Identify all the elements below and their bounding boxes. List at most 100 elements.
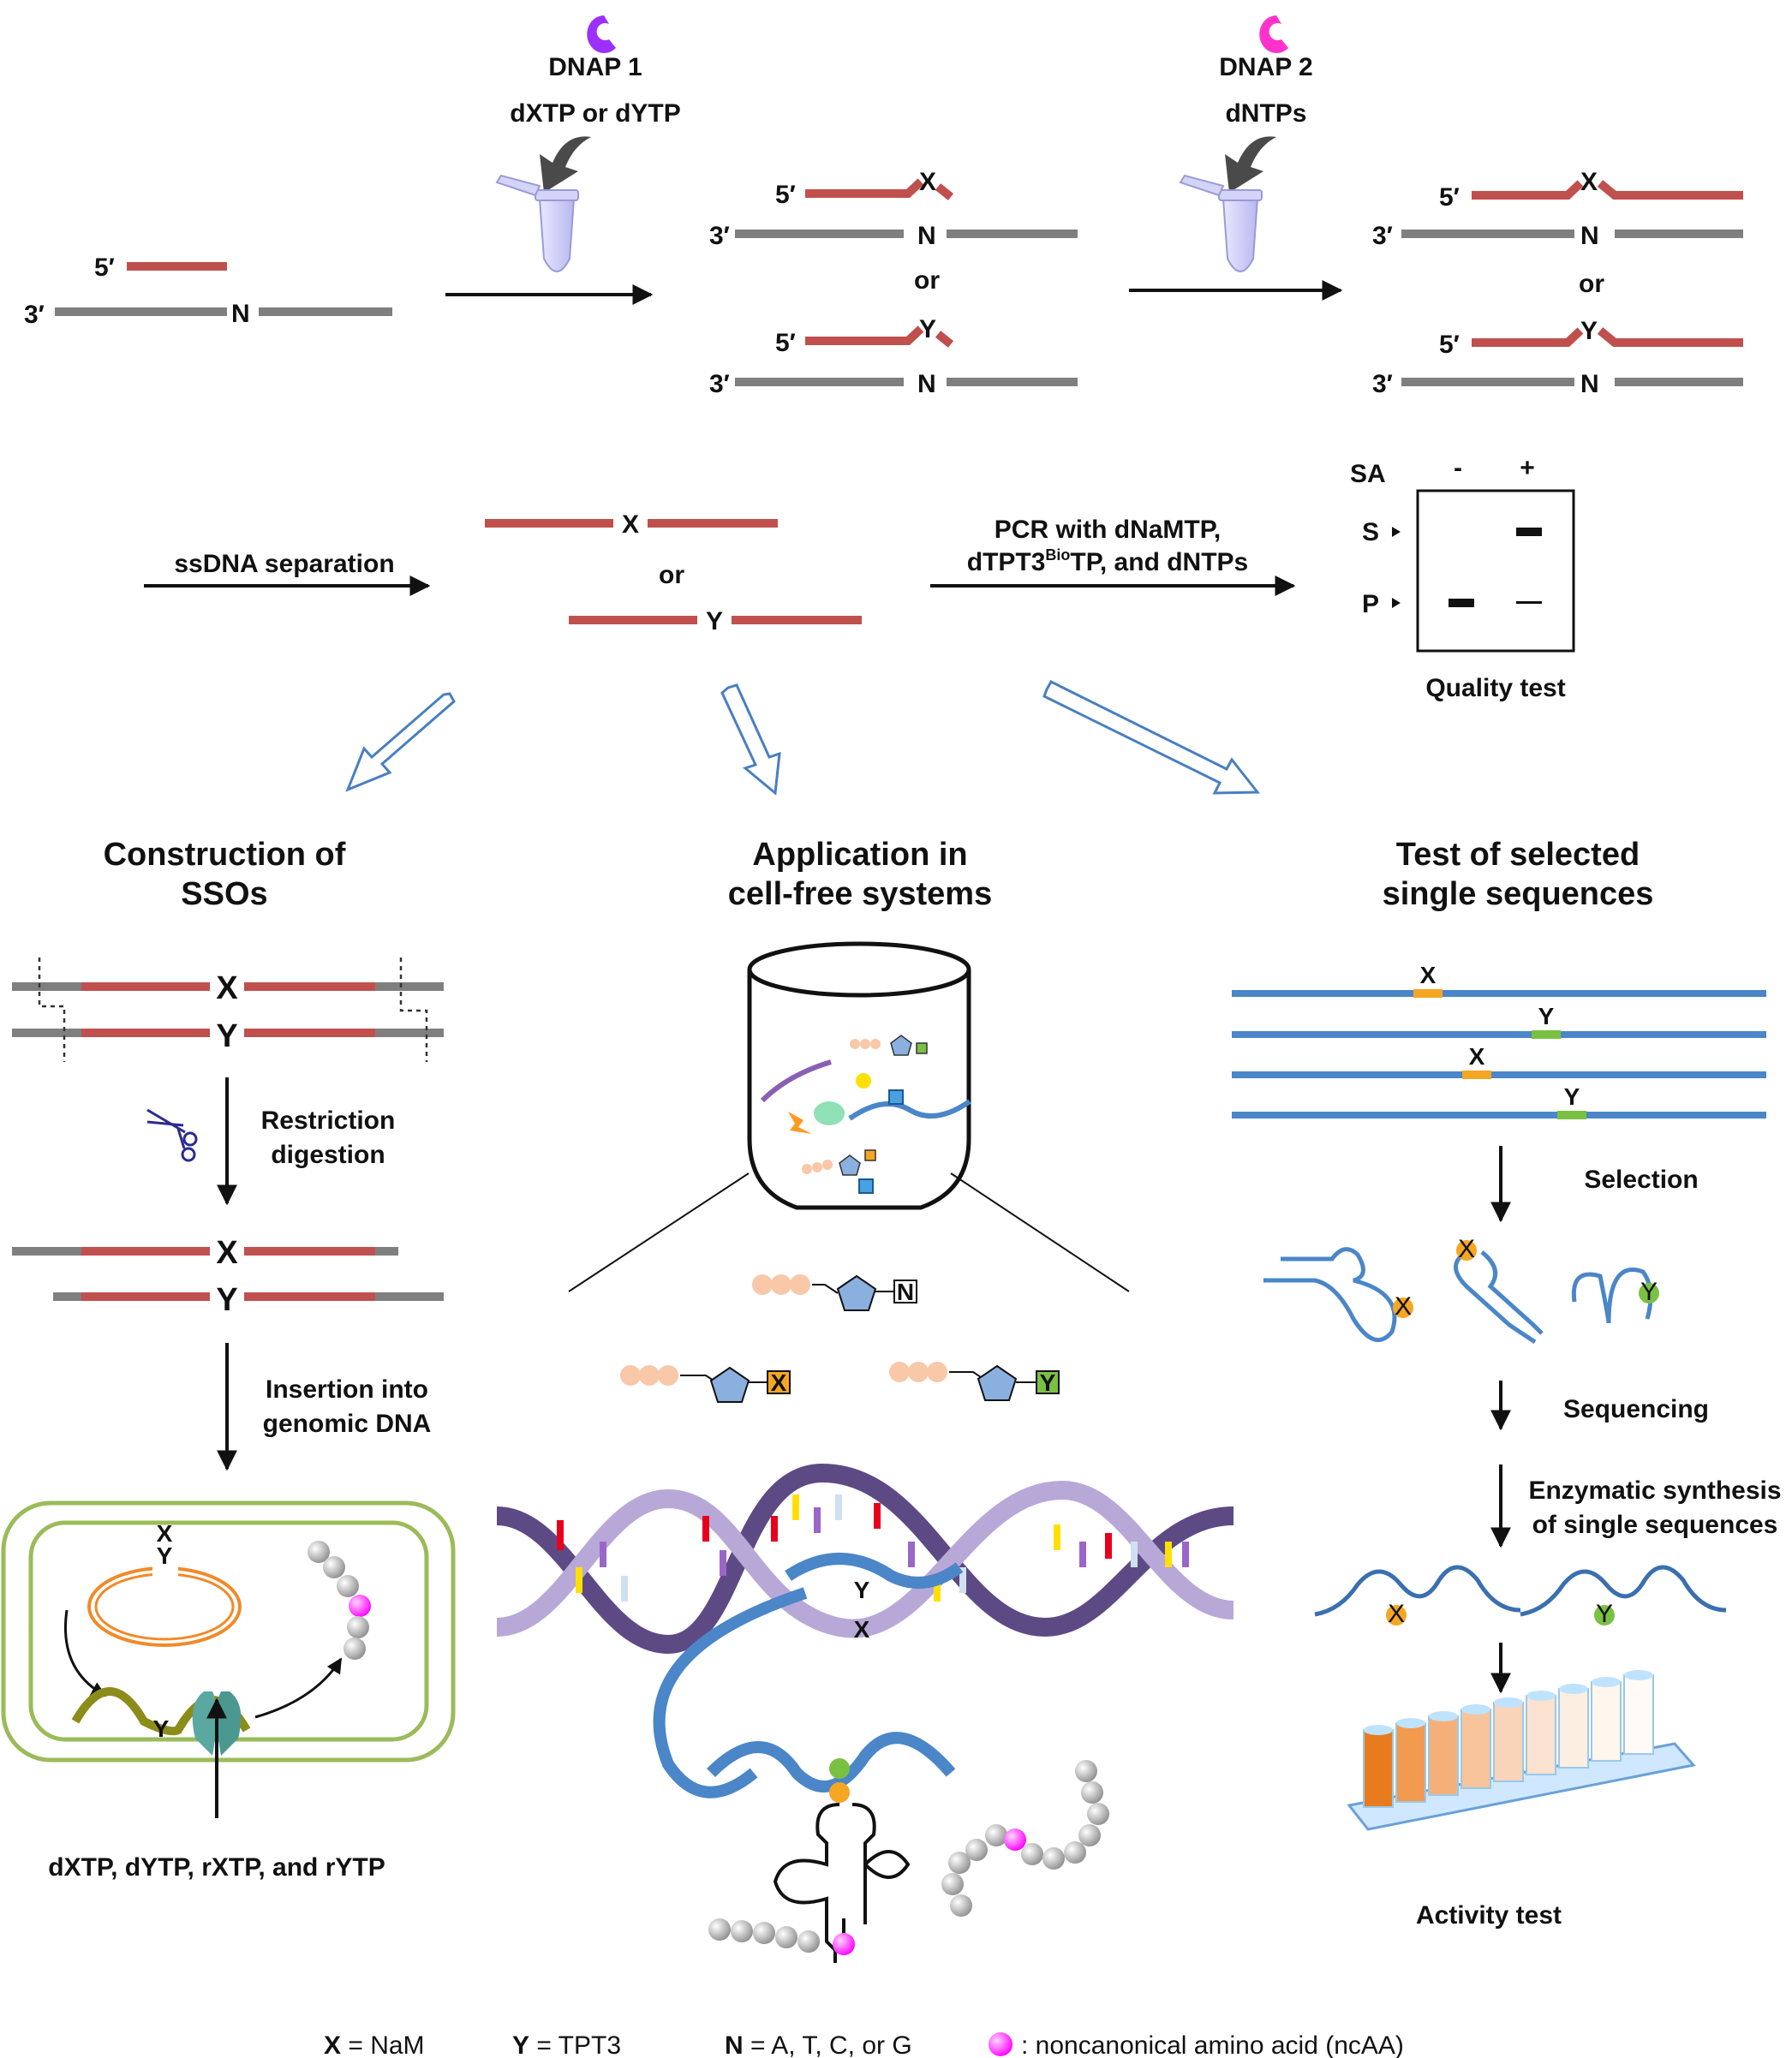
dnap2-substrate: dNTPs [1225, 99, 1306, 128]
heading-cellfree-2: cell-free systems [728, 876, 992, 912]
filled-strand [1597, 327, 1743, 347]
cube-icon [888, 1089, 904, 1105]
base-n: N [1580, 222, 1599, 250]
ncaa-residue [349, 1595, 371, 1617]
or-label: or [914, 266, 940, 295]
cut-site-right [399, 957, 428, 1062]
base-y: Y [1640, 1278, 1658, 1306]
ncaa-residue [1004, 1828, 1026, 1851]
label-5prime: 5′ [775, 181, 796, 209]
base-y: Y [1580, 317, 1598, 345]
dnap2-step: DNAP 2 dNTPs [1129, 15, 1343, 301]
legend-ncaa: : noncanonical amino acid (ncAA) [1021, 2031, 1404, 2058]
label-3prime: 3′ [1372, 370, 1393, 398]
aptamer-2 [1454, 1250, 1544, 1345]
heading-ssos-2: SSOs [181, 876, 267, 912]
branch-arrow-center [720, 683, 781, 796]
base-y: Y [706, 607, 723, 635]
product-x-after-dnap2: 5′ 3′ X N [1372, 168, 1743, 250]
gel-box [1416, 489, 1575, 653]
aptamer-3 [1571, 1268, 1653, 1324]
gel-s-label: S [1362, 518, 1379, 546]
zoom-line-right [950, 1172, 1130, 1292]
pcr-label-2: dTPT3BioTP, and dNTPs [967, 546, 1249, 576]
gel-sa-label: SA [1350, 460, 1386, 488]
tube-rack [1347, 1670, 1696, 1831]
sequencing-label: Sequencing [1563, 1395, 1709, 1423]
dispense-arrow-icon [1225, 136, 1276, 193]
base-x: X [1580, 168, 1598, 196]
branch-arrow-left [345, 692, 456, 792]
gel-band-p-minus [1449, 599, 1474, 607]
activity-test-label: Activity test [1416, 1901, 1562, 1930]
nucleotide-mini [850, 1035, 928, 1056]
label-5prime: 5′ [1439, 183, 1460, 212]
tube-icon [495, 174, 579, 272]
ncaa-legend-icon [989, 2032, 1012, 2056]
label-3prime: 3′ [709, 222, 730, 250]
feed-label: dXTP, dYTP, rXTP, and rYTP [48, 1853, 385, 1882]
double-helix: Y X [496, 1463, 1234, 1803]
protein-blob [814, 1101, 845, 1125]
base-x: X [216, 970, 238, 1006]
synthesis-label-2: of single sequences [1532, 1511, 1778, 1539]
label-5prime: 5′ [775, 329, 796, 357]
nucleotide-y: Y [889, 1362, 1060, 1401]
transcription-arrow [63, 1609, 107, 1697]
pointer-icon [1392, 598, 1401, 608]
heading-single-2: single sequences [1383, 876, 1654, 912]
product-y-after-dnap2: 5′ 3′ Y N [1372, 317, 1743, 398]
x-base-marker [829, 1782, 850, 1803]
translation-arrow [254, 1657, 343, 1719]
or-label: or [659, 561, 684, 589]
single-sequences: X Y [1314, 1565, 1727, 1628]
label-3prime: 3′ [709, 370, 730, 398]
vessel-rim [747, 941, 971, 998]
dnap1-label: DNAP 1 [548, 53, 642, 81]
vessel-body [747, 969, 971, 1210]
dna-squiggle [848, 1099, 971, 1121]
gel-band-p-plus [1516, 601, 1542, 604]
or-label: or [1579, 270, 1604, 298]
y-site [1557, 1111, 1586, 1119]
aptamer-structures: X X Y [1263, 1235, 1659, 1345]
gel-p-label: P [1362, 590, 1379, 618]
reaction-vessel [747, 941, 971, 1210]
rack-tubes [1363, 1670, 1654, 1808]
dnap1-substrate: dXTP or dYTP [510, 99, 680, 128]
legend: X = NaM Y = TPT3 N = A, T, C, or G : non… [324, 2031, 1404, 2058]
scissors-icon [146, 1108, 198, 1162]
x-site [1462, 1071, 1491, 1079]
base-y: Y [216, 1018, 237, 1054]
x-site [1413, 989, 1443, 998]
dnap2-label: DNAP 2 [1219, 53, 1312, 81]
aptamer-1 [1263, 1247, 1397, 1342]
label-3prime: 3′ [24, 301, 45, 329]
base-n: N [897, 1279, 914, 1305]
cell: X Y Y [1, 1500, 456, 1818]
pcr-label-1: PCR with dNaMTP, [995, 516, 1221, 544]
y-marker [1639, 1283, 1659, 1303]
restriction-label-1: Restriction [261, 1107, 396, 1135]
base-x: X [1458, 1235, 1475, 1263]
legend-n: N = A, T, C, or G [725, 2031, 912, 2058]
label-5prime: 5′ [1439, 331, 1460, 359]
base-y: Y [216, 1282, 237, 1318]
ncaa-residue [833, 1933, 855, 1955]
tube-icon [1179, 174, 1263, 272]
filled-strand [1597, 180, 1743, 200]
extended-primer [805, 178, 924, 198]
gel-minus-label: - [1454, 454, 1462, 482]
base-x: X [771, 1369, 787, 1396]
synthesis-label-1: Enzymatic synthesis [1528, 1476, 1781, 1505]
base-y: Y [1040, 1369, 1056, 1396]
branch-arrow-right [1042, 680, 1261, 795]
x-marker [1393, 1297, 1413, 1318]
sequence-y [1520, 1565, 1727, 1617]
nucleotide-x: X [620, 1365, 791, 1403]
insertion-label-1: Insertion into [266, 1375, 428, 1404]
y-site [1532, 1030, 1561, 1039]
extended-primer [1472, 327, 1584, 347]
gel-plus-label: + [1520, 454, 1535, 482]
base-x: X [919, 168, 936, 196]
